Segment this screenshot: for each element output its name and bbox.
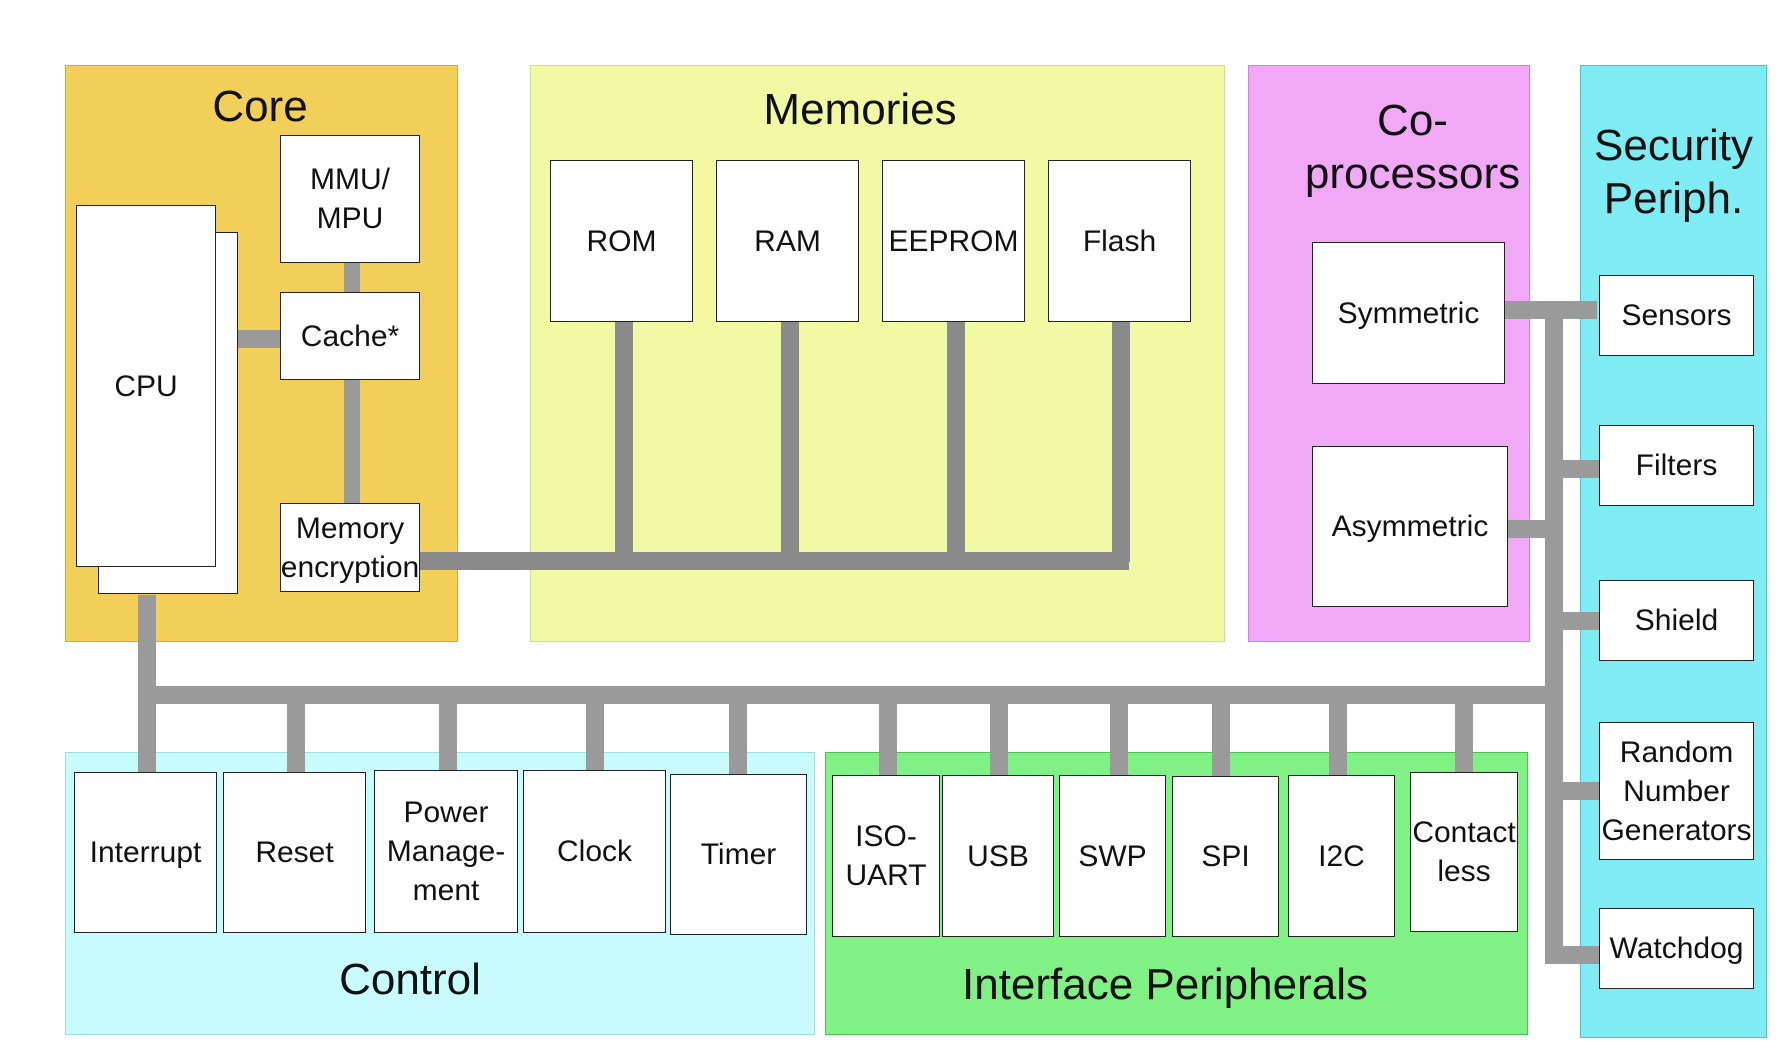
rom-block: ROM xyxy=(550,160,693,322)
eeprom-block: EEPROM xyxy=(882,160,1025,322)
bus-flash xyxy=(1112,322,1130,562)
coprocessors-title: Co- processors xyxy=(1304,96,1521,198)
spi-block: SPI xyxy=(1172,776,1279,937)
bus-drop-usb xyxy=(990,695,1008,777)
memory-encryption-block: Memory encryption xyxy=(280,503,420,592)
interrupt-block: Interrupt xyxy=(74,772,217,933)
bus-ram xyxy=(781,322,799,562)
bus-drop-reset xyxy=(287,695,305,777)
bus-drop-contactless xyxy=(1455,695,1473,775)
bus-cache-memenc xyxy=(344,380,360,508)
bus-asymmetric-link xyxy=(1507,520,1555,538)
shield-block: Shield xyxy=(1599,580,1754,661)
rng-block: Random Number Generators xyxy=(1599,722,1754,860)
bus-memory-horizontal xyxy=(419,552,1129,570)
timer-block: Timer xyxy=(670,774,807,935)
filters-block: Filters xyxy=(1599,425,1754,506)
clock-block: Clock xyxy=(523,770,666,933)
power-management-block: Power Manage- ment xyxy=(374,770,518,933)
contactless-block: Contact less xyxy=(1410,772,1518,932)
bus-drop-i2c xyxy=(1329,695,1347,777)
cache-block: Cache* xyxy=(280,292,420,380)
bus-shield-link xyxy=(1555,612,1599,630)
bus-drop-timer xyxy=(729,695,747,777)
reset-block: Reset xyxy=(223,772,366,933)
bus-main-vertical xyxy=(1545,308,1563,964)
control-title: Control xyxy=(339,955,481,1004)
asymmetric-block: Asymmetric xyxy=(1312,446,1508,607)
bus-eeprom xyxy=(947,322,965,562)
sensors-block: Sensors xyxy=(1599,275,1754,356)
i2c-block: I2C xyxy=(1288,775,1395,937)
cpu-block: CPU xyxy=(76,205,216,567)
ram-block: RAM xyxy=(716,160,859,322)
symmetric-block: Symmetric xyxy=(1312,242,1505,384)
bus-mmu-cache xyxy=(344,263,360,296)
mmu-mpu-block: MMU/ MPU xyxy=(280,135,420,263)
bus-drop-swp xyxy=(1110,695,1128,777)
bus-watchdog-link xyxy=(1545,946,1599,964)
security-region xyxy=(1580,65,1767,1038)
memories-title: Memories xyxy=(763,85,957,134)
bus-drop-isouart xyxy=(879,695,897,777)
bus-drop-clock xyxy=(586,695,604,775)
iso-uart-block: ISO- UART xyxy=(832,775,940,937)
bus-symmetric-link xyxy=(1505,301,1597,319)
bus-filters-link xyxy=(1555,460,1599,478)
security-title: Security Periph. xyxy=(1594,121,1753,223)
swp-block: SWP xyxy=(1059,775,1166,937)
usb-block: USB xyxy=(942,775,1054,937)
bus-rng-link xyxy=(1555,782,1599,800)
bus-drop-power xyxy=(439,695,457,775)
bus-rom xyxy=(615,322,633,562)
bus-main-horizontal xyxy=(138,686,1560,704)
interface-title: Interface Peripherals xyxy=(962,960,1368,1009)
core-title: Core xyxy=(212,82,308,131)
flash-block: Flash xyxy=(1048,160,1191,322)
bus-drop-spi xyxy=(1212,695,1230,777)
watchdog-block: Watchdog xyxy=(1599,908,1754,989)
bus-cpu-cache xyxy=(238,330,282,348)
